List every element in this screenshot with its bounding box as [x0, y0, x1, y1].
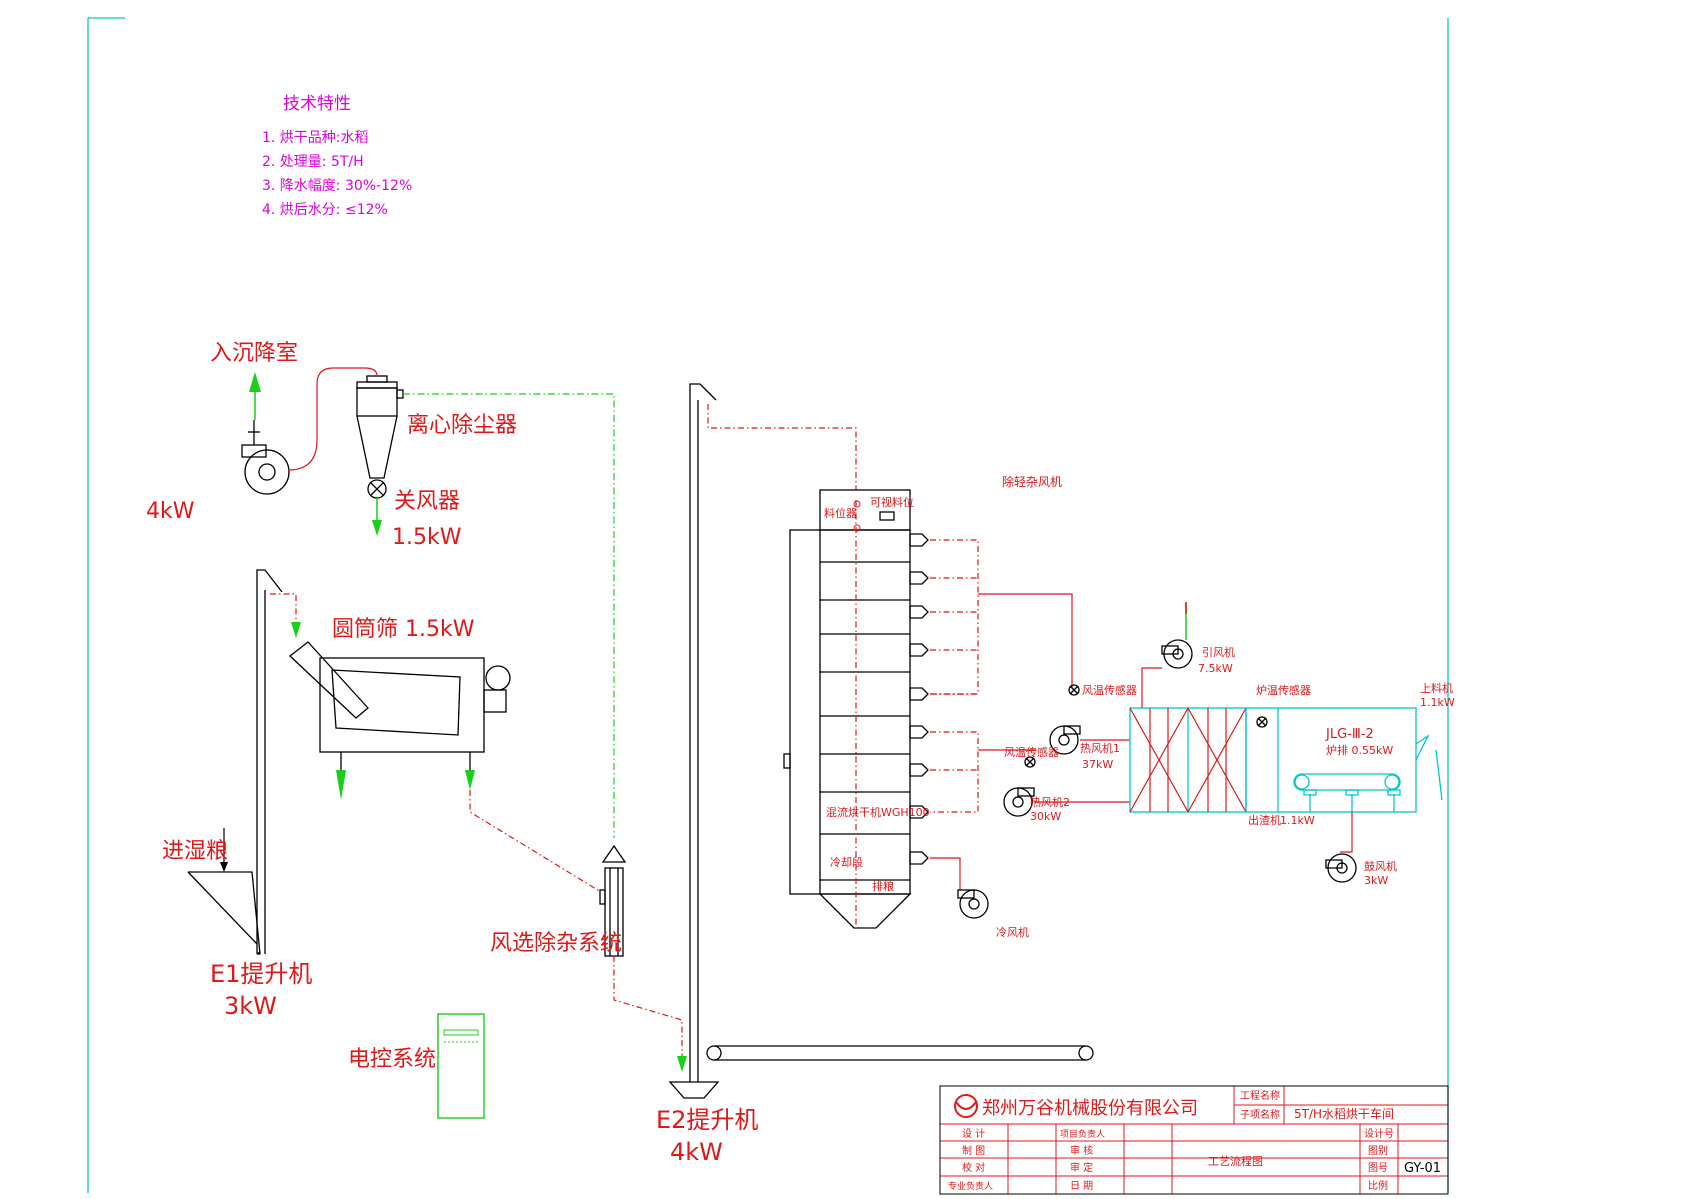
- date-label: 日 期: [1070, 1180, 1093, 1192]
- e2-elevator: [668, 383, 1094, 1099]
- e2-power-label: 4kW: [670, 1138, 723, 1166]
- sensor-icon: [1068, 684, 1080, 696]
- ash-remover-power-label: 1.1kW: [1280, 814, 1315, 827]
- cyclone-label: 离心除尘器: [407, 413, 517, 438]
- e1-power-label: 3kW: [224, 992, 277, 1020]
- hot-fan-2: [1003, 756, 1130, 817]
- subitem-name-label: 子项名称: [1240, 1108, 1280, 1121]
- sensor-icon: [1256, 716, 1268, 728]
- drum-screen: [289, 641, 602, 893]
- air-separation-system: [599, 844, 687, 1072]
- drawing-no-label: 图号: [1368, 1162, 1388, 1174]
- level-sensor-label: 料位器: [824, 506, 857, 520]
- air-temp-sensor2-label: 风温传感器: [1004, 746, 1059, 759]
- title-block: 郑州万谷机械股份有限公司 工程名称 子项名称 5T/H水稻烘干车间 设 计 制 …: [939, 1085, 1449, 1195]
- check-label: 校 对: [962, 1161, 985, 1174]
- drum-screen-label: 圆筒筛 1.5kW: [332, 617, 475, 642]
- induced-fan: [1161, 602, 1193, 669]
- tech-specs-heading: 技术特性: [283, 94, 351, 114]
- fan-icon: [244, 449, 290, 495]
- grate-label: 炉排 0.55kW: [1326, 743, 1393, 757]
- review-label: 审 核: [1070, 1144, 1093, 1157]
- dryer-outlet-nozzle: [909, 605, 929, 619]
- drawing-title: 工艺流程图: [1208, 1154, 1263, 1168]
- blower-label: 鼓风机: [1364, 859, 1397, 873]
- airlock-power-label: 1.5kW: [392, 525, 462, 550]
- e1-elevator-label: E1提升机: [210, 960, 312, 988]
- dryer-outlet-nozzle: [909, 805, 929, 819]
- specialty-lead-label: 专业负责人: [948, 1180, 993, 1192]
- e2-elevator-label: E2提升机: [656, 1106, 758, 1134]
- design-no-label: 设计号: [1364, 1127, 1394, 1140]
- e1-elevator: [187, 569, 301, 955]
- drawing-category-label: 图别: [1368, 1145, 1388, 1157]
- drawing-label: 制 图: [962, 1144, 985, 1157]
- dryer-outlet-nozzle: [909, 571, 929, 585]
- cooling-fan-label: 冷风机: [996, 925, 1029, 939]
- company-logo-icon: [954, 1094, 978, 1118]
- hot-fan2-label: 热风机2: [1030, 795, 1070, 809]
- dryer-outlet-nozzle: [909, 533, 929, 547]
- wet-grain-in-label: 进湿粮: [162, 839, 228, 864]
- drawing-no-value: GY-01: [1404, 1161, 1441, 1176]
- project-lead-label: 项目负责人: [1060, 1128, 1105, 1140]
- tech-spec-item-2: 2. 处理量: 5T/H: [262, 154, 364, 170]
- dryer-outlet-nozzle: [909, 763, 929, 777]
- visual-level-label: 可视料位: [870, 495, 914, 509]
- furnace-model-label: JLG-Ⅲ-2: [1325, 727, 1374, 742]
- sensor-icon: [1024, 756, 1036, 768]
- hot-fan1-power-label: 37kW: [1082, 758, 1113, 771]
- induced-fan-label: 引风机: [1202, 645, 1235, 659]
- design-label: 设 计: [962, 1127, 985, 1140]
- dryer-outlet-nozzle: [909, 851, 929, 865]
- drawing-frame: [87, 17, 1449, 1193]
- tech-spec-item-3: 3. 降水幅度: 30%-12%: [262, 178, 412, 194]
- project-name-label: 工程名称: [1240, 1089, 1280, 1102]
- tech-spec-item-1: 1. 烘干品种:水稻: [262, 130, 369, 146]
- dryer-outlet-nozzle: [909, 643, 929, 657]
- airlock-label: 关风器: [394, 489, 460, 514]
- air-temp-sensor-label: 风温传感器: [1082, 684, 1137, 697]
- control-cabinet: [437, 1013, 485, 1119]
- cooling-fan: [957, 889, 989, 919]
- hot-fan-1: [1049, 684, 1081, 755]
- hot-fan1-label: 热风机1: [1080, 741, 1120, 755]
- induced-fan-power-label: 7.5kW: [1198, 662, 1233, 675]
- dryer-model-label: 混流烘干机WGH100: [826, 805, 930, 819]
- scale-label: 比例: [1368, 1179, 1388, 1192]
- to-settling-chamber-label: 入沉降室: [210, 341, 298, 366]
- dryer-outlet-nozzle: [909, 725, 929, 739]
- feeder-power-label: 1.1kW: [1420, 696, 1455, 709]
- dust-duct: [403, 393, 615, 838]
- blower: [1325, 812, 1357, 883]
- dust-fan-power-label: 4kW: [146, 499, 195, 524]
- air-separation-label: 风选除杂系统: [490, 931, 622, 956]
- approve-label: 审 定: [1070, 1161, 1093, 1174]
- feeder-label: 上料机: [1420, 681, 1453, 695]
- mixed-flow-dryer: [783, 489, 929, 929]
- dust-fan: [241, 367, 378, 495]
- cooling-section-label: 冷却段: [830, 855, 863, 869]
- tech-spec-item-4: 4. 烘后水分: ≤12%: [262, 202, 388, 218]
- dryer-outlet-nozzle: [909, 687, 929, 701]
- blower-power-label: 3kW: [1364, 874, 1388, 887]
- impurity-fan-label: 除轻杂风机: [1002, 474, 1062, 489]
- ash-remover-label: 出渣机: [1248, 813, 1281, 827]
- company-name: 郑州万谷机械股份有限公司: [982, 1098, 1198, 1119]
- discharge-label: 排粮: [872, 879, 894, 893]
- hot-air-furnace: [1129, 667, 1443, 813]
- subitem-name-value: 5T/H水稻烘干车间: [1294, 1106, 1394, 1121]
- hot-air-ducts: [930, 539, 1073, 890]
- furnace-temp-sensor-label: 炉温传感器: [1256, 684, 1311, 697]
- control-system-label: 电控系统: [348, 1047, 436, 1072]
- hot-fan2-power-label: 30kW: [1030, 810, 1061, 823]
- tech-specs: 技术特性 1. 烘干品种:水稻 2. 处理量: 5T/H 3. 降水幅度: 30…: [262, 94, 412, 218]
